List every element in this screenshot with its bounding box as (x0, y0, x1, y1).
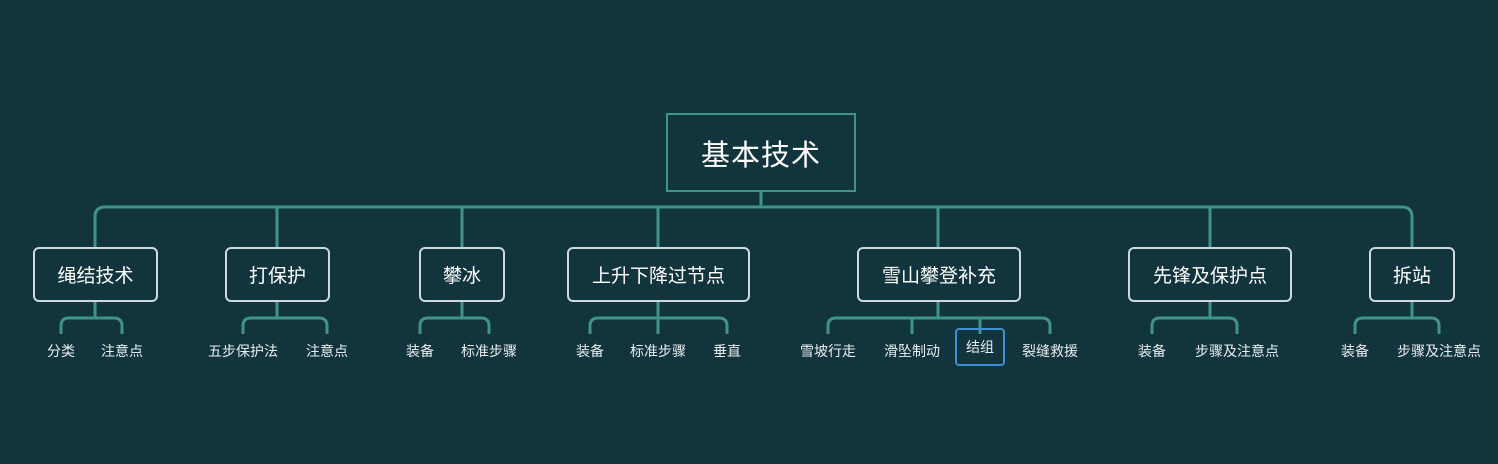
branch-node-ice-climbing[interactable]: 攀冰 (419, 247, 505, 302)
sub-bus-connector (418, 316, 491, 334)
leaf-node-label: 结组 (966, 340, 994, 356)
root-node[interactable]: 基本技术 (666, 113, 856, 192)
sub-bus-connector (826, 316, 1052, 334)
leaf-node[interactable]: 标准步骤 (455, 336, 523, 366)
leaf-node[interactable]: 步骤及注意点 (1391, 336, 1487, 366)
leaf-node-label: 装备 (1138, 344, 1166, 360)
leaf-node[interactable]: 注意点 (300, 336, 354, 366)
leaf-node-label: 五步保护法 (208, 344, 278, 360)
leaf-node-label: 注意点 (101, 344, 143, 360)
leaf-node-label: 装备 (406, 344, 434, 360)
sub-bus-connector (1150, 316, 1239, 334)
leaf-node-label: 步骤及注意点 (1195, 344, 1279, 360)
branch-node-label: 先锋及保护点 (1152, 265, 1267, 287)
branch-node-label: 雪山攀登补充 (881, 265, 996, 287)
branch-node-label: 打保护 (248, 265, 306, 287)
leaf-node-label: 垂直 (713, 344, 741, 360)
leaf-node-label: 滑坠制动 (884, 344, 940, 360)
leaf-node-label: 分类 (47, 344, 75, 360)
leaf-node[interactable]: 装备 (1132, 336, 1172, 366)
leaf-node[interactable]: 装备 (400, 336, 440, 366)
leaf-node-label: 标准步骤 (630, 344, 686, 360)
leaf-node[interactable]: 雪坡行走 (794, 336, 862, 366)
leaf-node[interactable]: 注意点 (95, 336, 149, 366)
main-bus-connector (93, 205, 1414, 247)
sub-bus-connector (1353, 316, 1441, 334)
branch-node-belay[interactable]: 打保护 (225, 247, 330, 302)
branch-node-label: 拆站 (1392, 265, 1431, 287)
leaf-node[interactable]: 垂直 (707, 336, 747, 366)
leaf-node-label: 装备 (576, 344, 604, 360)
branch-node-label: 上升下降过节点 (591, 265, 725, 287)
branch-node-ascend-descend[interactable]: 上升下降过节点 (567, 247, 750, 302)
branch-node-label: 攀冰 (442, 265, 481, 287)
leaf-node[interactable]: 滑坠制动 (878, 336, 946, 366)
leaf-node-label: 注意点 (306, 344, 348, 360)
branch-node-snow-mountain[interactable]: 雪山攀登补充 (857, 247, 1021, 302)
leaf-node[interactable]: 五步保护法 (202, 336, 284, 366)
leaf-node-label: 步骤及注意点 (1397, 344, 1481, 360)
leaf-node-selected[interactable]: 结组 (955, 328, 1005, 366)
branch-node-label: 绳结技术 (57, 265, 134, 287)
sub-bus-connector (241, 316, 329, 334)
leaf-node-label: 装备 (1341, 344, 1369, 360)
leaf-node[interactable]: 裂缝救援 (1016, 336, 1084, 366)
leaf-node[interactable]: 分类 (41, 336, 81, 366)
leaf-node[interactable]: 装备 (570, 336, 610, 366)
root-node-label: 基本技术 (700, 137, 821, 172)
sub-bus-connector (59, 316, 124, 334)
leaf-node[interactable]: 装备 (1335, 336, 1375, 366)
leaf-node-label: 裂缝救援 (1022, 344, 1078, 360)
leaf-node-label: 标准步骤 (461, 344, 517, 360)
leaf-node-label: 雪坡行走 (800, 344, 856, 360)
branch-node-knots[interactable]: 绳结技术 (33, 247, 158, 302)
leaf-node[interactable]: 步骤及注意点 (1189, 336, 1285, 366)
leaf-node[interactable]: 标准步骤 (624, 336, 692, 366)
branch-node-dismantle-anchor[interactable]: 拆站 (1369, 247, 1455, 302)
branch-node-lead-protection[interactable]: 先锋及保护点 (1128, 247, 1292, 302)
